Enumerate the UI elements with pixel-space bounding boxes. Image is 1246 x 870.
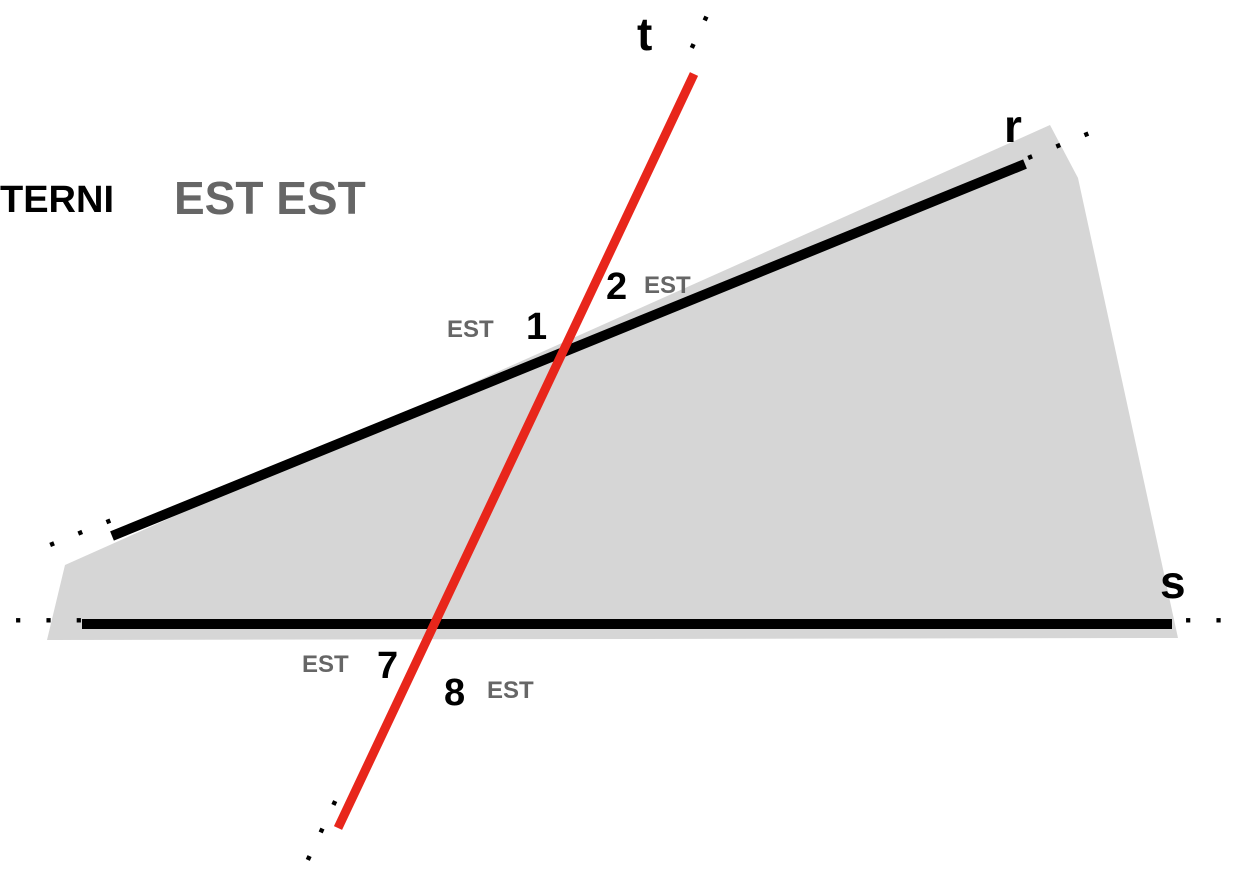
angle-2-tag: EST	[644, 272, 691, 299]
angle-8-number: 8	[444, 672, 465, 714]
line-t-transversal	[333, 72, 699, 830]
angle-7-tag: EST	[302, 651, 349, 678]
angle-1-number: 1	[526, 306, 547, 348]
label-t: t	[637, 8, 652, 60]
angle-1-tag: EST	[447, 316, 494, 343]
dots-s-left: · · ·	[14, 604, 91, 637]
title-est-est: EST EST	[174, 172, 366, 224]
dots-s-right: · · ·	[1184, 604, 1246, 637]
label-s: s	[1160, 556, 1186, 608]
dots-t-bottom: · · ·	[292, 786, 354, 869]
dots-t-top: · · ·	[676, 0, 738, 57]
angle-2-number: 2	[606, 266, 627, 308]
angle-8-tag: EST	[487, 677, 534, 704]
shaded-interior-region	[47, 125, 1178, 640]
angle-7-number: 7	[377, 645, 398, 687]
title-terni: TERNI	[0, 179, 114, 221]
label-r: r	[1004, 100, 1022, 152]
